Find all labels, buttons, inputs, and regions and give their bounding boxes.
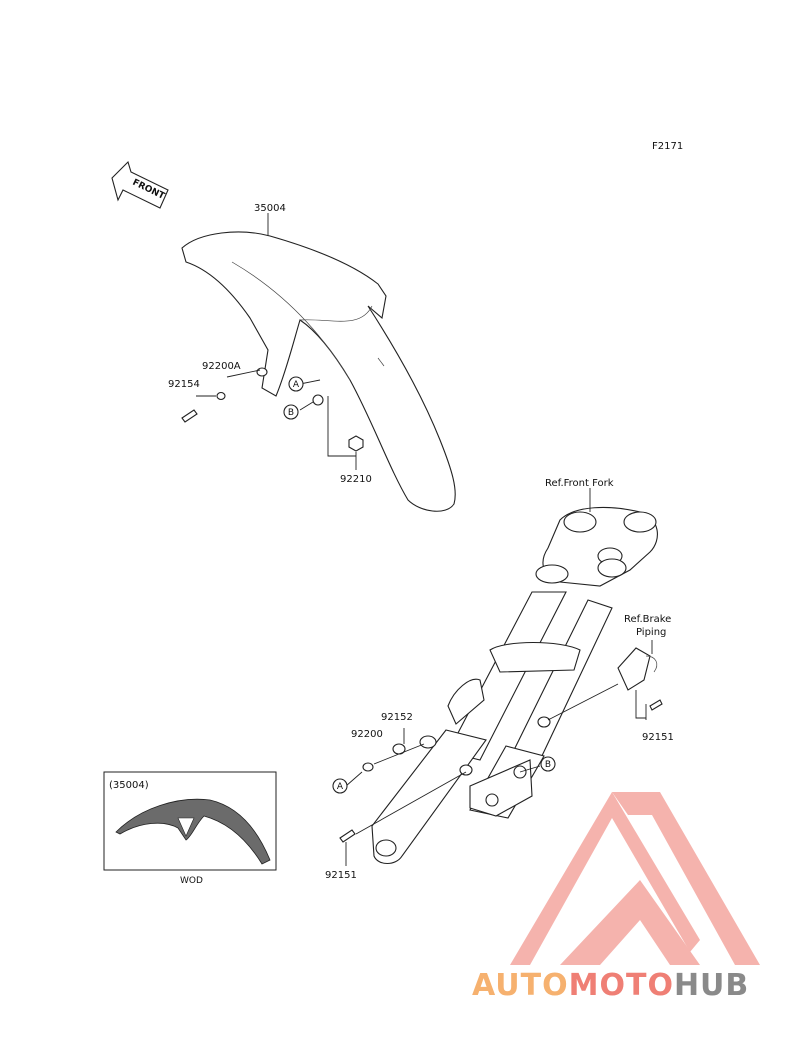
nut-92210-icon [348,435,364,452]
leader-92210-a [327,396,356,457]
front-direction-arrow: FRONT [111,160,169,209]
leader-callout-b-top [299,401,314,411]
watermark-moto: MOTO [569,968,674,1003]
bolt-92151-left-icon [339,829,356,843]
figure-code: F2171 [652,141,683,152]
bolt-92151-right-icon [649,699,663,711]
callout-b-top-circle [283,404,299,420]
watermark-logo [510,792,760,965]
callout-a-top-circle [288,376,304,392]
front-fender-35004 [181,231,456,512]
leader-92200 [373,743,425,765]
bolt-92154-icon [181,409,198,423]
mount-washer-b-icon [312,394,324,406]
label-92200: 92200 [351,729,383,740]
callout-b-bottom: B [545,760,551,770]
fender-hardware [181,367,364,452]
watermark-hub: HUB [674,968,749,1003]
watermark-auto: AUTO [472,968,569,1003]
label-92151-right: 92151 [642,732,674,743]
inset-part-ref: (35004) [109,780,149,791]
callout-a-bottom: A [337,782,344,792]
leader-callout-b-bottom [519,765,541,773]
leader-92151-left-to-fork [355,771,467,835]
leader-92200a [226,369,261,378]
brake-piping-clamp [617,647,663,711]
ref-brake-line1: Ref.Brake [624,614,671,625]
label-92152: 92152 [381,712,413,723]
ref-front-fork: Ref.Front Fork [545,478,614,489]
inset-variant-label: WOD [180,876,203,886]
leader-92151-right-b [635,690,646,719]
washer-92200a-icon [216,391,226,401]
callout-a-bottom-circle [332,778,348,794]
leader-callout-a-bottom [345,771,363,787]
front-fork-assembly [371,506,658,865]
callout-b-top: B [288,408,294,418]
top-mount-washer-icon [256,367,268,377]
label-92200a: 92200A [202,361,241,372]
label-92210: 92210 [340,474,372,485]
label-92151-left: 92151 [325,870,357,881]
washer-92200-icon [362,762,374,772]
callout-b-bottom-circle [540,756,556,772]
inset-variant-box [103,771,277,871]
label-35004: 35004 [254,203,286,214]
watermark-wordmark: AUTOMOTOHUB [472,968,749,1003]
callout-a-top: A [293,380,300,390]
label-92154: 92154 [168,379,200,390]
ref-brake-line2: Piping [636,627,666,638]
leader-clamp-to-fork [547,683,619,721]
